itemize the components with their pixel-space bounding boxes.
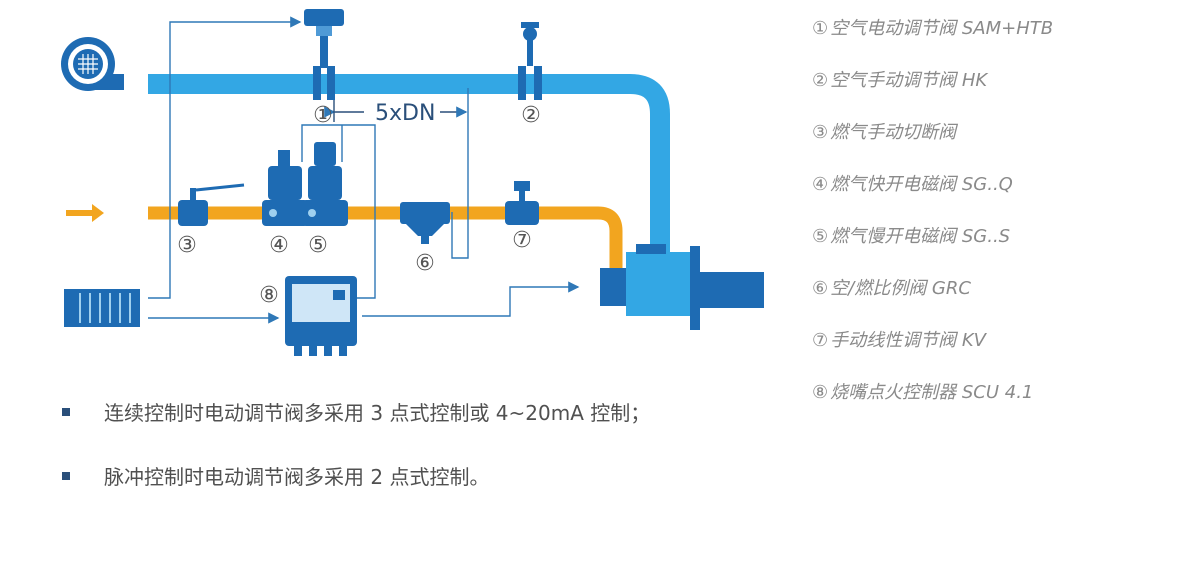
bullet-square-icon	[62, 408, 70, 416]
marker-2: ②	[521, 103, 541, 128]
marker-8: ⑧	[259, 283, 279, 308]
burner-icon	[600, 244, 764, 330]
note-item: 脉冲控制时电动调节阀多采用 2 点式控制。	[58, 450, 724, 504]
gas-slow-solenoid-valve-icon	[302, 142, 348, 226]
burner-controller-icon	[285, 276, 357, 356]
marker-6: ⑥	[415, 251, 435, 276]
gas-fast-solenoid-valve-icon	[262, 150, 308, 226]
air-motorized-valve-icon	[304, 9, 344, 100]
gas-ratio-valve-icon	[400, 202, 450, 244]
air-manual-valve-icon	[518, 22, 542, 100]
air-pipe	[148, 74, 670, 262]
marker-3: ③	[177, 233, 197, 258]
fan-icon	[61, 37, 124, 91]
marker-5: ⑤	[308, 233, 328, 258]
valve-markers: ① ② ③ ④ ⑤ ⑥ ⑦ ⑧	[177, 103, 541, 308]
marker-7: ⑦	[512, 228, 532, 253]
gas-shutoff-valve-icon	[178, 183, 245, 226]
marker-1: ①	[313, 103, 333, 128]
burner-piping-diagram: 5xDN	[61, 9, 764, 356]
control-cabinet-icon	[64, 289, 140, 327]
control-notes: 连续控制时电动调节阀多采用 3 点式控制或 4~20mA 控制； 脉冲控制时电动…	[58, 386, 724, 504]
note-item: 连续控制时电动调节阀多采用 3 点式控制或 4~20mA 控制；	[58, 386, 724, 440]
gas-inlet-arrow	[66, 204, 104, 222]
gas-linear-valve-icon	[505, 181, 539, 225]
marker-4: ④	[269, 233, 289, 258]
gas-pipe	[148, 206, 623, 272]
bullet-square-icon	[62, 472, 70, 480]
dimension-label: 5xDN	[375, 101, 435, 126]
signal-lines	[148, 16, 580, 324]
dimension-arrow	[324, 96, 468, 122]
